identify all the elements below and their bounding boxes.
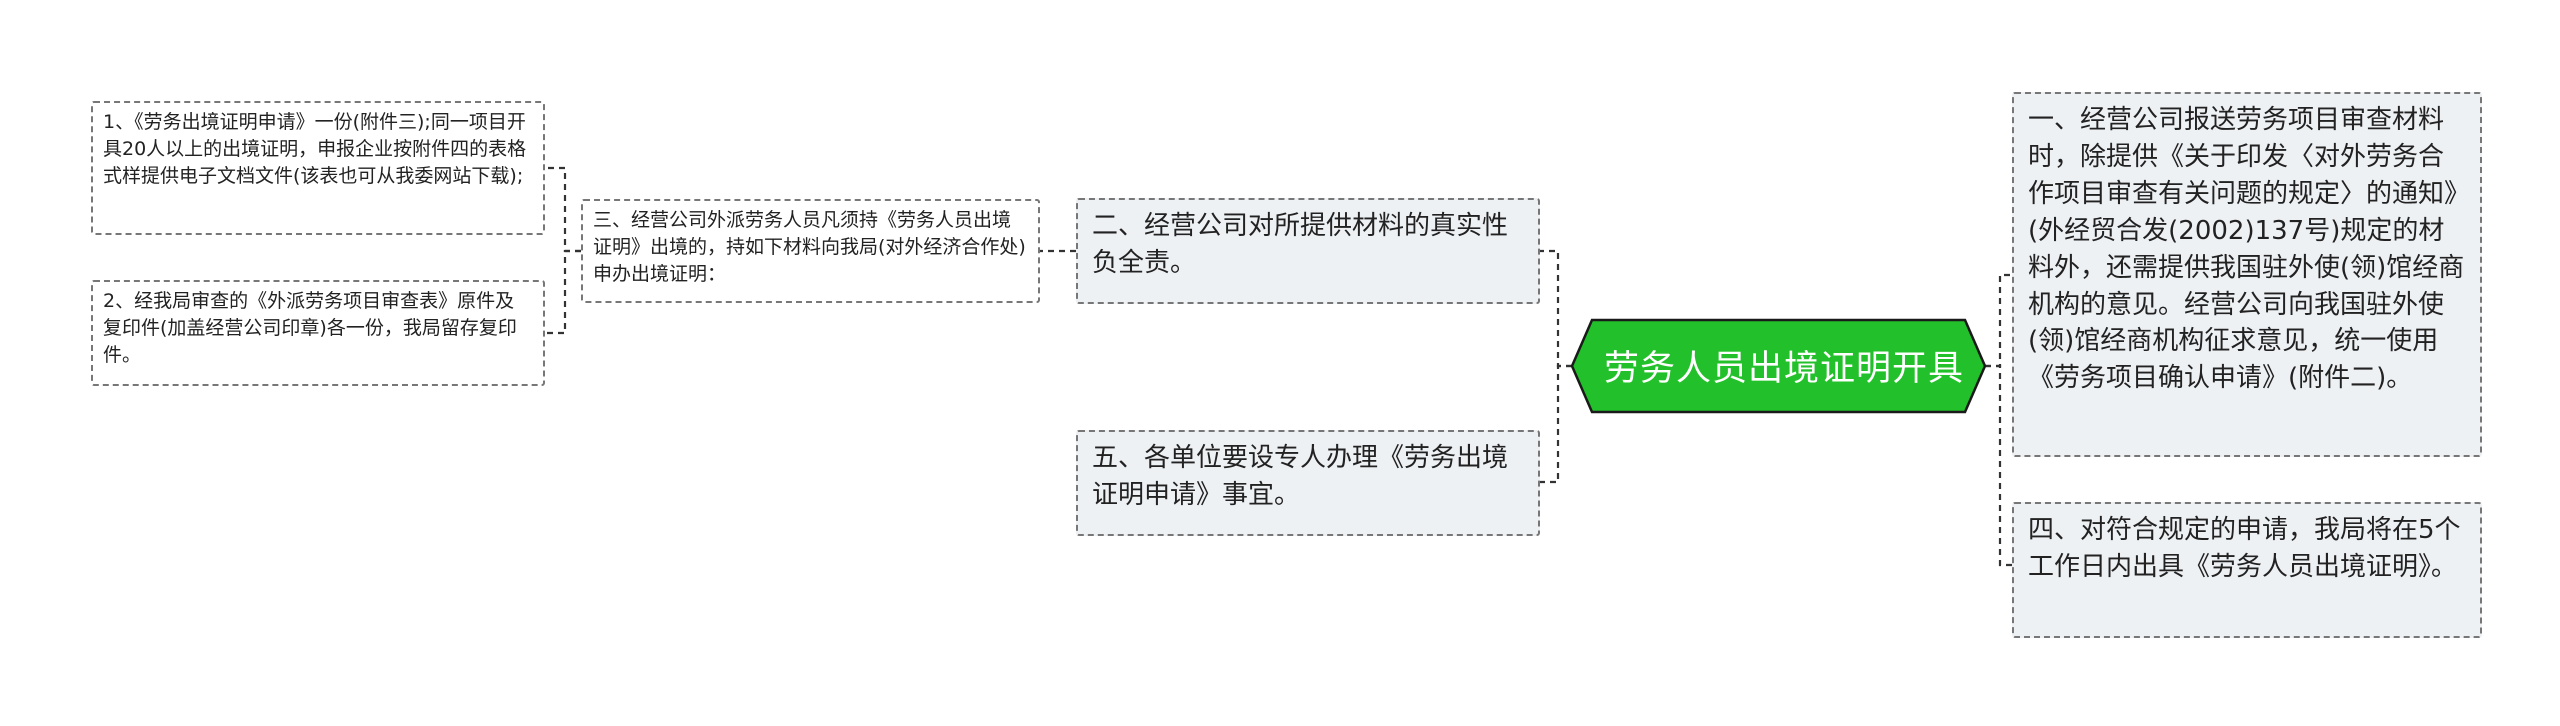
leaf-node-f1[interactable]: 1、《劳务出境证明申请》一份(附件三);同一项目开具20人以上的出境证明，申报企… — [91, 101, 545, 235]
sub-branch-node-m1[interactable]: 三、经营公司外派劳务人员凡须持《劳务人员出境证明》出境的，持如下材料向我局(对外… — [581, 199, 1040, 303]
connector-root-r2 — [1985, 364, 2012, 567]
connector-root-r1 — [1985, 273, 2012, 368]
branch-node-r1[interactable]: 一、经营公司报送劳务项目审查材料时，除提供《关于印发〈对外劳务合作项目审查有关问… — [2012, 92, 2482, 457]
connector-m1-f2 — [545, 249, 581, 335]
branch-node-l2[interactable]: 五、各单位要设专人办理《劳务出境证明申请》事宜。 — [1076, 430, 1540, 536]
leaf-node-f2[interactable]: 2、经我局审查的《外派劳务项目审查表》原件及复印件(加盖经营公司印章)各一份，我… — [91, 280, 545, 386]
connector-lines — [545, 166, 2012, 567]
branch-node-l1[interactable]: 二、经营公司对所提供材料的真实性负全责。 — [1076, 198, 1540, 304]
connector-root-l1 — [1540, 249, 1572, 368]
connector-m1-f1 — [545, 166, 581, 253]
branch-node-r2[interactable]: 四、对符合规定的申请，我局将在5个工作日内出具《劳务人员出境证明》。 — [2012, 502, 2482, 638]
root-node[interactable]: 劳务人员出境证明开具 — [1603, 348, 1964, 389]
root-node-shape — [1570, 318, 1987, 414]
connector-root-l2 — [1540, 364, 1572, 484]
